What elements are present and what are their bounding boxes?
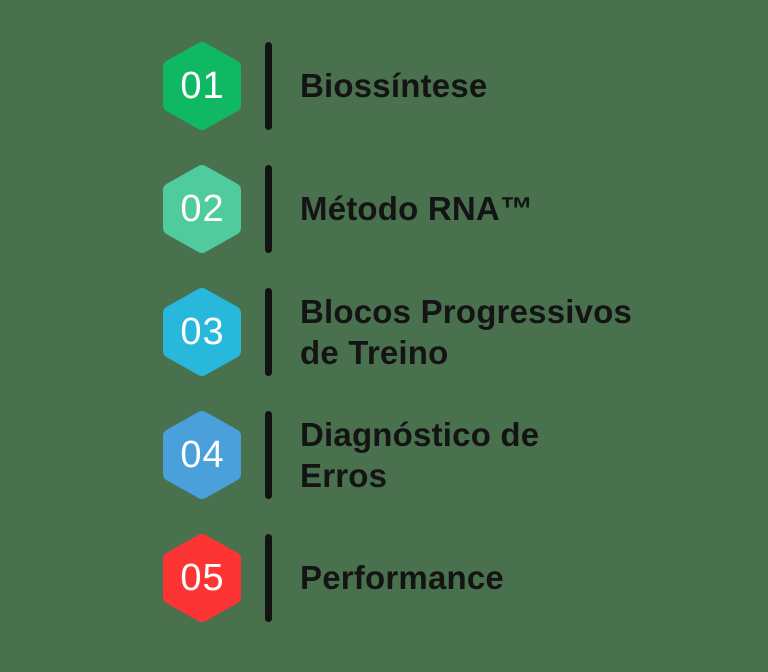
item-label: Performance [300, 559, 504, 597]
item-number: 02 [180, 187, 225, 230]
hexagon-badge: 01 [163, 42, 241, 130]
item-label: Blocos Progressivos de Treino [300, 292, 633, 371]
hexagon-badge: 02 [163, 165, 241, 253]
divider-bar [265, 42, 272, 130]
list-item: 02 Método RNA™ [163, 165, 632, 253]
item-label: Biossíntese [300, 67, 488, 105]
divider-bar [265, 165, 272, 253]
hexagon-icon [163, 288, 241, 376]
list-item: 04 Diagnóstico de Erros [163, 411, 632, 499]
numbered-list: 01 Biossíntese 02 Método RNA™ 03 [163, 42, 632, 622]
hexagon-badge: 03 [163, 288, 241, 376]
hexagon-badge: 04 [163, 411, 241, 499]
hexagon-badge: 05 [163, 534, 241, 622]
item-label: Método RNA™ [300, 190, 534, 228]
hexagon-icon [163, 411, 241, 499]
item-label: Diagnóstico de Erros [300, 415, 540, 494]
divider-bar [265, 534, 272, 622]
list-item: 01 Biossíntese [163, 42, 632, 130]
item-number: 03 [180, 310, 225, 353]
hexagon-icon [163, 42, 241, 130]
item-number: 04 [180, 433, 225, 476]
hexagon-icon [163, 534, 241, 622]
list-item: 03 Blocos Progressivos de Treino [163, 288, 632, 376]
item-number: 01 [180, 64, 225, 107]
divider-bar [265, 411, 272, 499]
hexagon-icon [163, 165, 241, 253]
list-item: 05 Performance [163, 534, 632, 622]
divider-bar [265, 288, 272, 376]
item-number: 05 [180, 556, 225, 599]
